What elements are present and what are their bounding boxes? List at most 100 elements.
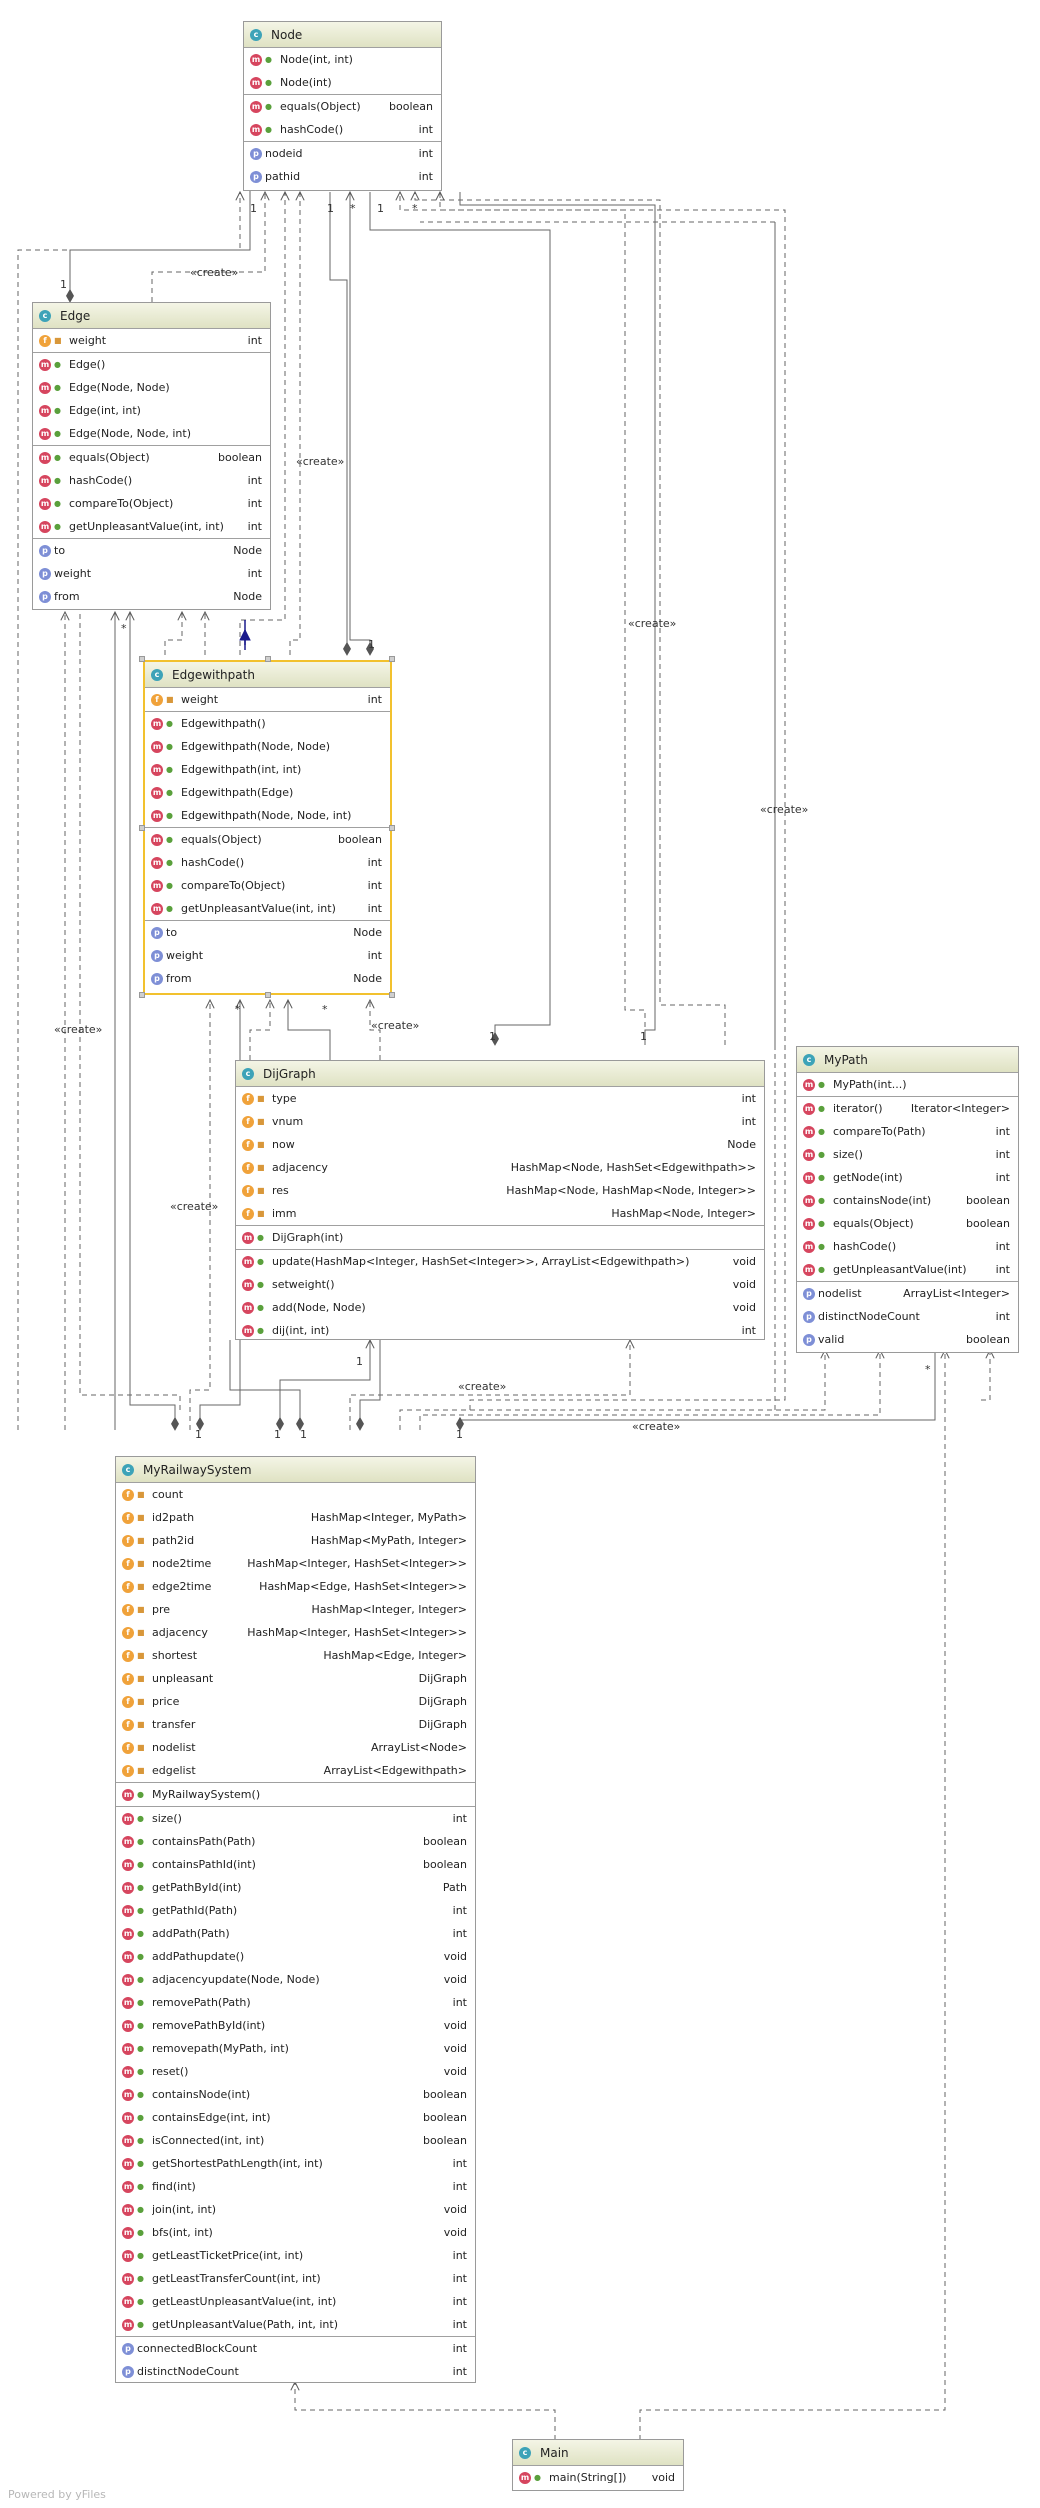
- member-row[interactable]: m●size()int: [803, 1148, 1010, 1161]
- member-row[interactable]: m●bfs(int, int)void: [122, 2226, 467, 2239]
- member-row[interactable]: m●Edgewithpath(Node, Node, int): [151, 809, 352, 822]
- member-row[interactable]: m●update(HashMap<Integer, HashSet<Intege…: [242, 1255, 756, 1268]
- member-row[interactable]: m●compareTo(Path)int: [803, 1125, 1010, 1138]
- member-row[interactable]: m●getPathId(Path)int: [122, 1904, 467, 1917]
- member-row[interactable]: m●containsNode(int)boolean: [122, 2088, 467, 2101]
- member-row[interactable]: m●containsPathId(int)boolean: [122, 1858, 467, 1871]
- member-row[interactable]: m●compareTo(Object)int: [39, 497, 262, 510]
- member-row[interactable]: m●removePathById(int)void: [122, 2019, 467, 2032]
- member-row[interactable]: m●removePath(Path)int: [122, 1996, 467, 2009]
- member-row[interactable]: m●Edge(Node, Node, int): [39, 427, 192, 440]
- member-row[interactable]: m●getPathById(int)Path: [122, 1881, 467, 1894]
- member-row[interactable]: m●MyRailwaySystem(): [122, 1788, 261, 1801]
- member-row[interactable]: m●hashCode()int: [39, 474, 262, 487]
- member-row[interactable]: m●Edgewithpath(Edge): [151, 786, 294, 799]
- member-row[interactable]: m●getLeastTicketPrice(int, int)int: [122, 2249, 467, 2262]
- member-row[interactable]: m●adjacencyupdate(Node, Node)void: [122, 1973, 467, 1986]
- member-row[interactable]: m●compareTo(Object)int: [151, 879, 382, 892]
- member-row[interactable]: m●addPathupdate()void: [122, 1950, 467, 1963]
- selection-handle[interactable]: [265, 992, 271, 998]
- member-row[interactable]: m●size()int: [122, 1812, 467, 1825]
- member-row[interactable]: m●removepath(MyPath, int)void: [122, 2042, 467, 2055]
- member-row[interactable]: m●iterator()Iterator<Integer>: [803, 1102, 1010, 1115]
- member-row[interactable]: f■count: [116, 1483, 475, 1506]
- member-row[interactable]: m●addPath(Path)int: [122, 1927, 467, 1940]
- member-row[interactable]: m●getUnpleasantValue(int)int: [803, 1263, 1010, 1276]
- selection-handle[interactable]: [389, 992, 395, 998]
- selection-handle[interactable]: [139, 992, 145, 998]
- selection-handle[interactable]: [139, 656, 145, 662]
- member-row[interactable]: m●equals(Object)boolean: [250, 100, 433, 113]
- member-row[interactable]: m●getLeastUnpleasantValue(int, int)int: [122, 2295, 467, 2308]
- selection-handle[interactable]: [265, 656, 271, 662]
- member-row[interactable]: m●hashCode()int: [250, 123, 433, 136]
- member-row[interactable]: m●Node(int): [250, 76, 332, 89]
- member-row[interactable]: m●getUnpleasantValue(int, int)int: [151, 902, 382, 915]
- member-row[interactable]: m●hashCode()int: [151, 856, 382, 869]
- selection-handle[interactable]: [389, 825, 395, 831]
- member-row[interactable]: m●equals(Object)boolean: [803, 1217, 1010, 1230]
- selection-handle[interactable]: [389, 656, 395, 662]
- member-row[interactable]: m●Edge(Node, Node): [39, 381, 170, 394]
- member-row[interactable]: m●getLeastTransferCount(int, int)int: [122, 2272, 467, 2285]
- member-row[interactable]: m●Edgewithpath(): [151, 717, 266, 730]
- member-row[interactable]: m●containsNode(int)boolean: [803, 1194, 1010, 1207]
- member-row[interactable]: m●getUnpleasantValue(int, int)int: [39, 520, 262, 533]
- member-row[interactable]: m●reset()void: [122, 2065, 467, 2078]
- member-row[interactable]: m●setweight()void: [242, 1278, 756, 1291]
- member-row[interactable]: m●Edge(): [39, 358, 106, 371]
- member-row[interactable]: m●join(int, int)void: [122, 2203, 467, 2216]
- selection-handle[interactable]: [139, 825, 145, 831]
- member-row[interactable]: m●containsPath(Path)boolean: [122, 1835, 467, 1848]
- member-row[interactable]: m●getNode(int)int: [803, 1171, 1010, 1184]
- member-row[interactable]: m●equals(Object)boolean: [151, 833, 382, 846]
- member-row[interactable]: m●getShortestPathLength(int, int)int: [122, 2157, 467, 2170]
- member-row[interactable]: m●isConnected(int, int)boolean: [122, 2134, 467, 2147]
- member-row[interactable]: m●Node(int, int): [250, 53, 353, 66]
- member-row[interactable]: m●Edgewithpath(Node, Node): [151, 740, 331, 753]
- member-row[interactable]: m●containsEdge(int, int)boolean: [122, 2111, 467, 2124]
- member-row[interactable]: m●MyPath(int...): [803, 1078, 907, 1091]
- member-row[interactable]: m●getUnpleasantValue(Path, int, int)int: [122, 2318, 467, 2331]
